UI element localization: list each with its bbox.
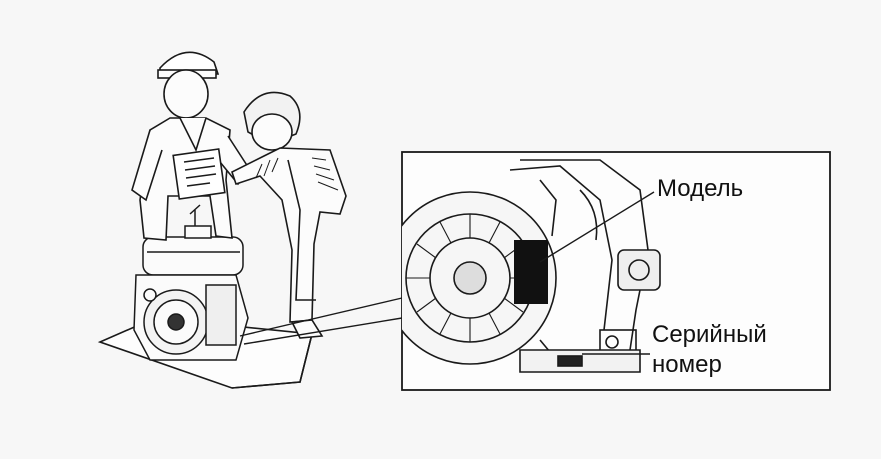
technician-figure [132, 52, 250, 240]
serial-number-label-line1: Серийный [652, 320, 767, 350]
customer-figure [232, 92, 346, 338]
model-label: Модель [657, 174, 743, 204]
serial-number-label: Серийный номер [652, 320, 767, 380]
model-sticker [514, 240, 548, 304]
serial-number-label-line2: номер [652, 350, 767, 380]
